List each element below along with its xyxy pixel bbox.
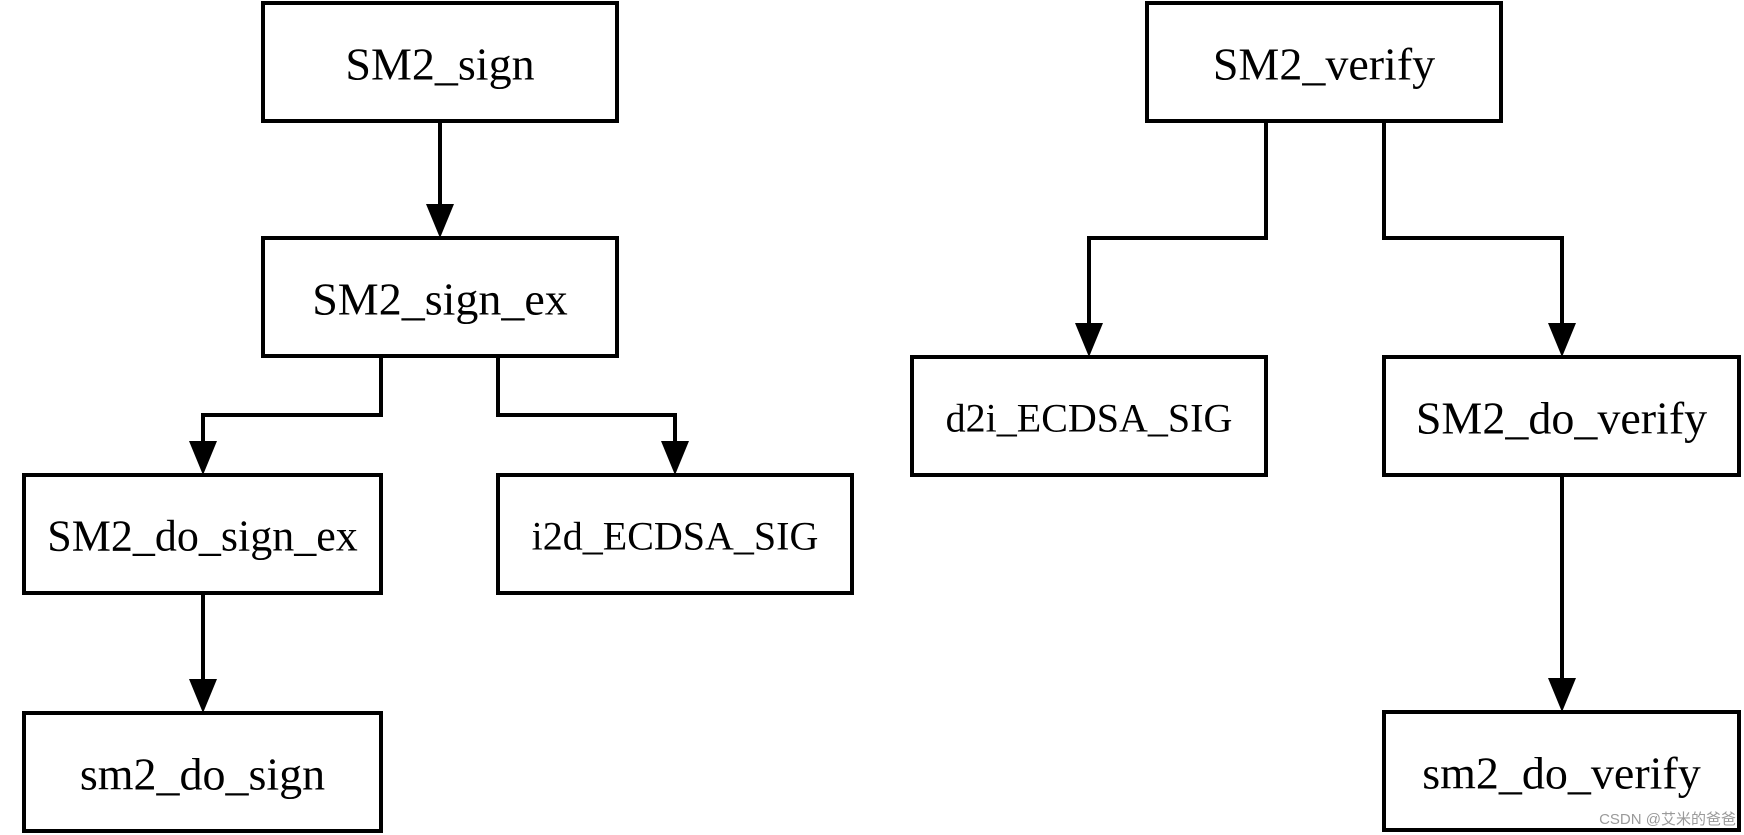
node-label: sm2_do_verify [1422,748,1701,799]
node-box [22,711,383,833]
node-box [22,473,383,595]
node-sm2-sign-ex: SM2_sign_ex [261,236,619,358]
node-label: SM2_sign [345,39,534,90]
edge-line [496,356,677,443]
edge-line [1087,121,1268,325]
edge-sm2-sign-to-sm2-sign-ex [426,121,454,238]
node-label: SM2_do_verify [1416,393,1707,444]
node-box [1382,710,1741,832]
edge-line [1382,121,1564,325]
node-box [1145,1,1503,123]
node-label: i2d_ECDSA_SIG [532,514,819,559]
node-label: SM2_sign_ex [312,274,568,325]
edges-layer [189,121,1576,713]
node-box [1382,355,1741,477]
arrowhead-icon [661,441,689,475]
edge-sm2-verify-to-d2i-ecdsa-sig [1075,121,1268,357]
arrowhead-icon [189,679,217,713]
edge-line [201,356,383,443]
arrowhead-icon [1075,323,1103,357]
node-box [261,236,619,358]
node-label: d2i_ECDSA_SIG [946,396,1233,441]
node-box [496,473,854,595]
watermark-text: CSDN @艾米的爸爸 [1599,811,1736,828]
arrowhead-icon [426,204,454,238]
node-d2i-ecdsa-sig: d2i_ECDSA_SIG [910,355,1268,477]
edge-sm2-do-verify-to-sm2-do-verify-lower [1548,475,1576,712]
edge-sm2-sign-ex-to-sm2-do-sign-ex [189,356,383,475]
node-sm2-do-verify-lower: sm2_do_verify [1382,710,1741,832]
arrowhead-icon [189,441,217,475]
node-sm2-sign: SM2_sign [261,1,619,123]
node-sm2-do-sign-ex: SM2_do_sign_ex [22,473,383,595]
arrowhead-icon [1548,323,1576,357]
node-box [910,355,1268,477]
edge-sm2-verify-to-sm2-do-verify [1382,121,1576,357]
node-label: SM2_verify [1213,39,1435,90]
edge-sm2-do-sign-ex-to-sm2-do-sign-lower [189,593,217,713]
node-sm2-do-sign-lower: sm2_do_sign [22,711,383,833]
node-i2d-ecdsa-sig: i2d_ECDSA_SIG [496,473,854,595]
arrowhead-icon [1548,678,1576,712]
node-sm2-verify: SM2_verify [1145,1,1503,123]
node-label: sm2_do_sign [80,749,325,800]
edge-sm2-sign-ex-to-i2d-ecdsa-sig [496,356,689,475]
node-label: SM2_do_sign_ex [47,512,357,561]
node-sm2-do-verify: SM2_do_verify [1382,355,1741,477]
node-box [261,1,619,123]
